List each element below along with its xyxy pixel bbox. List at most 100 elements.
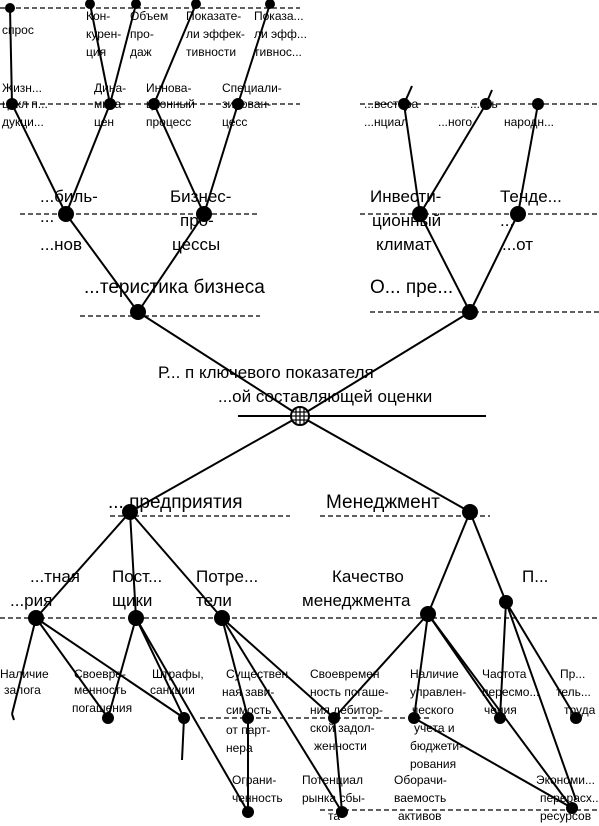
ur2b-l3: цен [94,115,114,129]
ll5-l5: женности [314,739,367,753]
ur2g-l2: народн... [504,115,554,129]
lm1-l1: ...тная [30,567,80,586]
root-title-line1: Р... п ключевого показателя [158,363,374,382]
lk3-l1: Оборачи- [394,773,447,787]
lk2-l3: та [328,809,340,823]
node-ur2d [232,98,244,110]
lm4-l1: Качество [332,567,404,586]
node-ll-f [494,712,506,724]
ll6-l1: Наличие [410,667,459,681]
ur1e-l1: Показа... [254,9,304,23]
node-ur1d [191,0,201,9]
um2-line1: Бизнес- [170,187,231,206]
ur1d-l1: Показате- [186,9,241,23]
node-upper-right [462,304,478,320]
node-ur2c [148,98,160,110]
lower-mid-labels: ...тная ...рия Пост... щики Потре... тел… [10,567,548,610]
lk1-l2: ченность [232,791,283,805]
node-ur1e [265,0,275,9]
node-ll-g [570,712,582,724]
ll6-l5: бюджети- [410,739,463,753]
ur1e-l3: тивнос... [254,45,302,59]
lm4-l2: менеджмента [302,591,411,610]
node-um2 [196,206,212,222]
node-ur2a [6,98,18,110]
upper-branch-labels: ...теристика бизнеса О... пре... [84,277,453,298]
lk3-l3: активов [398,809,442,823]
um2-line2: про- [180,211,214,230]
ll6-l6: рования [410,757,456,771]
node-lk-b [336,806,348,818]
tree-edges [9,3,577,813]
ll6-l4: учета и [414,721,455,735]
lk2-l1: Потенциал [302,773,363,787]
ur1c-l1: Объем [130,9,168,23]
node-lm1 [28,610,44,626]
um3-line1: Инвести- [370,187,441,206]
node-lm4 [420,606,436,622]
lm5-l1: П... [522,567,548,586]
ur1d-l2: ли эффек- [186,27,245,41]
node-ur1a [5,3,15,13]
ur2a-l1: Жизн... [2,81,42,95]
um1-line3: ...нов [40,235,82,254]
ur2b-l1: Дина- [94,81,126,95]
ll1-l2: залога [4,683,41,697]
ll3-l1: Штрафы, [152,667,204,681]
node-lm3 [214,610,230,626]
ur2c-l3: процесс [146,115,191,129]
um4-line3: ...от [502,235,533,254]
node-lk-c [566,802,578,814]
lk4-l2: перерасх... [540,791,599,805]
ur1d-l3: тивности [186,45,236,59]
node-lm2 [128,610,144,626]
ll5-l1: Своевремен [310,667,380,681]
ll8-l2: тель... [556,685,591,699]
ll8-l3: труда [564,703,596,717]
root-title: Р... п ключевого показателя ...ой состав… [158,363,432,406]
ll8-l1: Пр... [560,667,585,681]
ur2d-l1: Специали- [222,81,282,95]
node-ll-a [102,712,114,724]
node-ll-b [178,712,190,724]
ur2d-l2: зирован- [222,97,271,111]
lower-leaf-labels: Наличие залога Своевре- менность погашен… [0,667,596,771]
lower-left-label: ... предприятия [108,492,243,513]
ur1b-l3: ция [86,45,106,59]
lower-row2-labels: Ограни- ченность Потенциал рынка сбы- та… [232,773,599,823]
node-ll-d [328,712,340,724]
lm2-l1: Пост... [112,567,162,586]
um4-line1: Тенде... [500,187,562,206]
ll3-l2: санкции [150,683,195,697]
node-um3 [412,206,428,222]
ur2f-l1: ...сть [470,97,498,111]
node-ur2f [480,98,492,110]
node-ur2b [104,98,116,110]
ll7-l1: Частота [482,667,527,681]
lk2-l2: рынка сбы- [302,791,365,805]
lk1-l1: Ограни- [232,773,276,787]
ll1-l1: Наличие [0,667,49,681]
ur2d-l4: цесс [222,115,247,129]
lower-right-label: Менеджмент [326,492,440,513]
ur2a-l2: цикл п... [2,97,48,111]
ur2a-l3: дукци... [2,115,44,129]
ur2c-l1: Иннова- [146,81,191,95]
lm1-l2: ...рия [10,591,52,610]
lm3-l2: тели [196,591,232,610]
ll4-l5: нера [226,741,253,755]
upper-right-label: О... пре... [370,277,453,298]
node-lower-left [122,504,138,520]
upper-row1-labels: спрос Кон- курен- ция Объем про- даж Пок… [2,9,307,59]
ll4-l1: Существен [226,667,288,681]
tree-nodes [5,0,582,818]
ll5-l2: ность погаше- [310,685,389,699]
lm3-l1: Потре... [196,567,258,586]
ur1a-l2: спрос [2,23,34,37]
ll4-l3: симость [226,703,271,717]
node-um4 [510,206,526,222]
node-ll-e [408,712,420,724]
root-title-line2: ...ой составляющей оценки [218,387,432,406]
upper-mid-labels: ...биль- ... ...нов Бизнес- про- цессы И… [40,187,562,254]
